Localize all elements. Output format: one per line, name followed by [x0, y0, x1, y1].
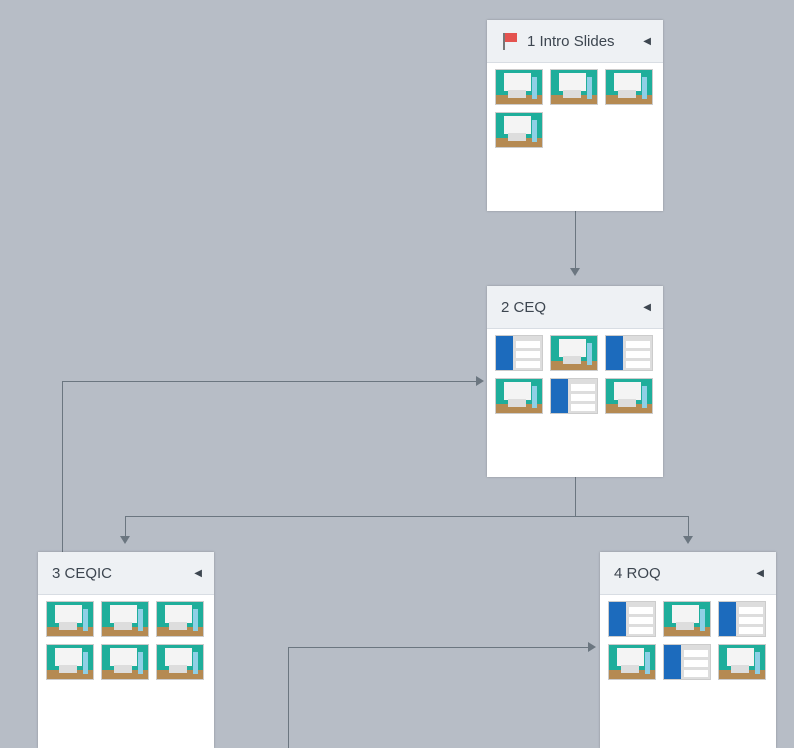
connector — [688, 516, 689, 536]
scene-node[interactable]: 3 CEQIC ◀ — [38, 552, 214, 748]
slide-thumbnail-presenter[interactable] — [46, 601, 94, 637]
slide-thumbnail-presenter[interactable] — [495, 378, 543, 414]
slide-thumbnails — [487, 63, 663, 154]
slide-thumbnail-presenter[interactable] — [550, 335, 598, 371]
slide-thumbnails — [487, 329, 663, 420]
slide-thumbnail-presenter[interactable] — [550, 69, 598, 105]
connector — [288, 647, 289, 748]
slide-thumbnail-question[interactable] — [718, 601, 766, 637]
scene-node[interactable]: 2 CEQ ◀ — [487, 286, 663, 477]
slide-thumbnail-presenter[interactable] — [605, 69, 653, 105]
scene-title: 2 CEQ — [501, 298, 547, 316]
collapse-caret-icon[interactable]: ◀ — [194, 567, 202, 579]
arrow-head — [570, 268, 580, 276]
scene-node[interactable]: 4 ROQ ◀ — [600, 552, 776, 748]
slide-thumbnail-question[interactable] — [495, 335, 543, 371]
start-flag-icon — [501, 32, 519, 50]
arrow-head — [120, 536, 130, 544]
slide-thumbnail-presenter[interactable] — [663, 601, 711, 637]
slide-thumbnails — [38, 595, 214, 686]
scene-header[interactable]: 1 Intro Slides ◀ — [487, 20, 663, 63]
slide-thumbnail-presenter[interactable] — [495, 112, 543, 148]
slide-thumbnail-question[interactable] — [663, 644, 711, 680]
collapse-caret-icon[interactable]: ◀ — [756, 567, 764, 579]
arrow-head — [588, 642, 596, 652]
connector — [62, 381, 63, 552]
slide-thumbnail-presenter[interactable] — [156, 601, 204, 637]
slide-thumbnail-presenter[interactable] — [46, 644, 94, 680]
collapse-caret-icon[interactable]: ◀ — [643, 301, 651, 313]
connector — [288, 647, 588, 648]
scene-header[interactable]: 3 CEQIC ◀ — [38, 552, 214, 595]
slide-thumbnail-question[interactable] — [550, 378, 598, 414]
scene-title: 1 Intro Slides — [527, 32, 615, 50]
connector — [125, 516, 689, 517]
arrow-head — [476, 376, 484, 386]
connector — [575, 211, 576, 269]
connector — [62, 381, 476, 382]
scene-title: 3 CEQIC — [52, 564, 113, 582]
connector — [125, 516, 126, 536]
slide-thumbnail-presenter[interactable] — [718, 644, 766, 680]
slide-thumbnail-presenter[interactable] — [608, 644, 656, 680]
slide-thumbnail-presenter[interactable] — [495, 69, 543, 105]
connector — [575, 477, 576, 516]
slide-thumbnail-presenter[interactable] — [101, 644, 149, 680]
scene-header[interactable]: 2 CEQ ◀ — [487, 286, 663, 329]
slide-thumbnail-presenter[interactable] — [156, 644, 204, 680]
scene-node[interactable]: 1 Intro Slides ◀ — [487, 20, 663, 211]
collapse-caret-icon[interactable]: ◀ — [643, 35, 651, 47]
arrow-head — [683, 536, 693, 544]
slide-thumbnail-question[interactable] — [608, 601, 656, 637]
slide-thumbnail-presenter[interactable] — [605, 378, 653, 414]
scene-title: 4 ROQ — [614, 564, 661, 582]
slide-thumbnails — [600, 595, 776, 686]
slide-thumbnail-question[interactable] — [605, 335, 653, 371]
scene-header[interactable]: 4 ROQ ◀ — [600, 552, 776, 595]
slide-thumbnail-presenter[interactable] — [101, 601, 149, 637]
